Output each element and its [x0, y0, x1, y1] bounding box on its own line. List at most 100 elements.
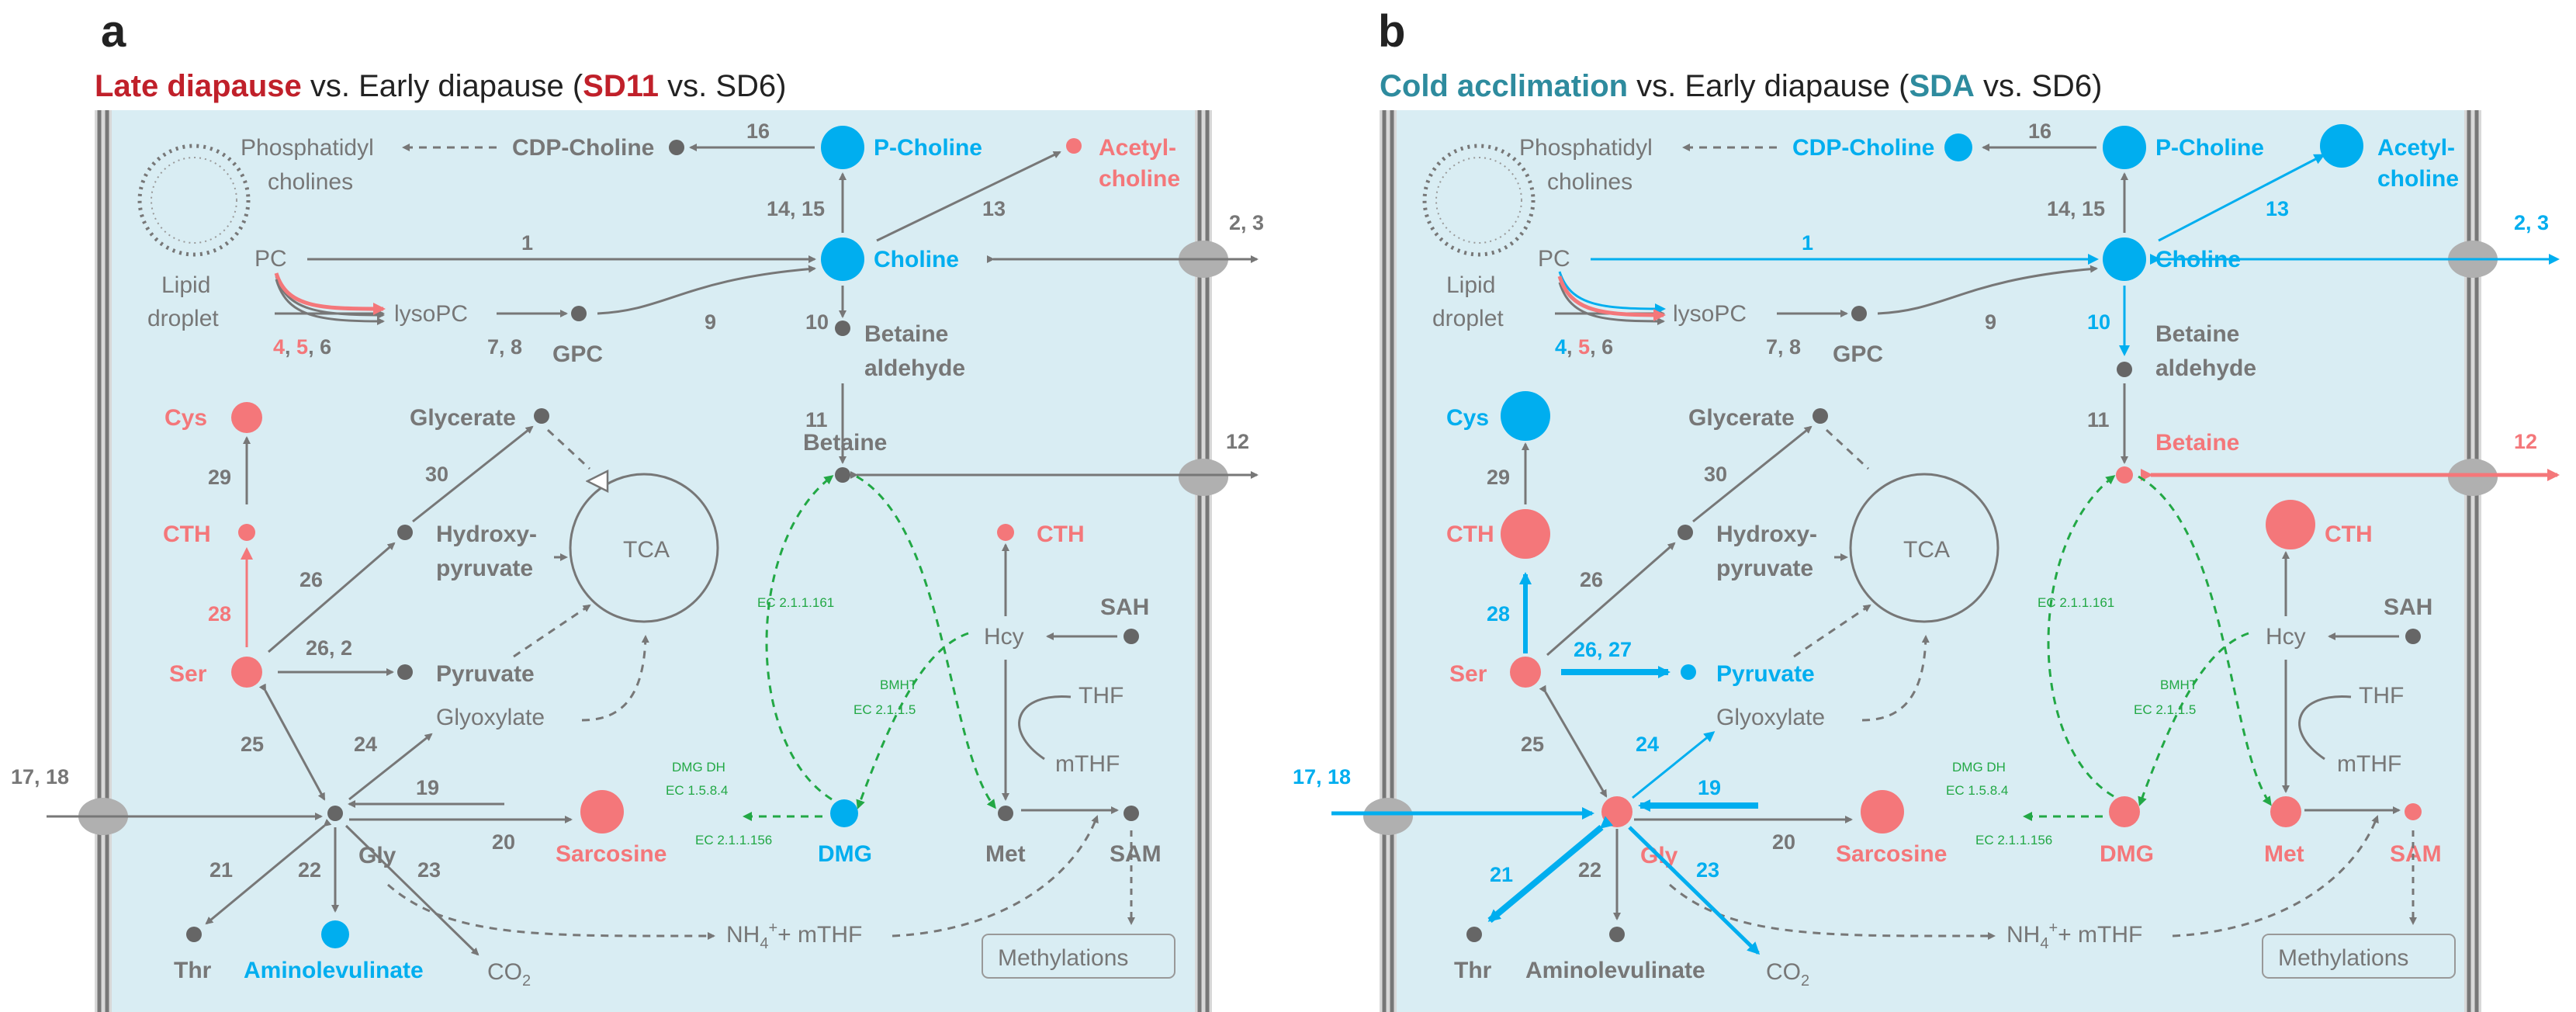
num-24: 24	[1636, 733, 1659, 756]
lipid-droplet-icon	[1422, 144, 1536, 257]
tca-cycle	[569, 473, 719, 623]
node-cys	[1501, 391, 1550, 441]
num-23: 23	[1696, 858, 1719, 882]
node-thr	[1466, 927, 1482, 942]
panel-letter: b	[1378, 6, 1405, 57]
num-11: 11	[805, 408, 828, 431]
title-code: SDA	[1909, 69, 1974, 103]
node-glycerate	[534, 408, 549, 424]
num-25: 25	[241, 733, 264, 756]
label-phosphatidyl: Phosphatidyl	[241, 135, 374, 161]
label-betaine: Betaine	[803, 430, 887, 456]
lipid-droplet-icon	[137, 144, 251, 257]
node-acetylcholine	[2320, 124, 2363, 168]
title-middle: vs. Early diapause (	[302, 69, 583, 103]
num-24: 24	[354, 733, 377, 756]
ec-2-1-1-5: EC 2.1.1.5	[853, 702, 916, 717]
label-p-choline: P-Choline	[2155, 135, 2264, 161]
num-29: 29	[208, 466, 231, 489]
node-cth-right	[997, 524, 1014, 541]
methylations-box	[982, 934, 1175, 979]
title-end: vs. SD6)	[659, 69, 786, 103]
ec-dmg-dh: DMG DH	[672, 760, 725, 775]
title-condition: Late diapause	[95, 69, 302, 103]
label-cholines: cholines	[1547, 169, 1633, 195]
panel-title: Late diapause vs. Early diapause (SD11 v…	[95, 69, 787, 103]
num-28: 28	[208, 602, 231, 626]
ec-bmht: BMHT	[880, 678, 917, 692]
label-tca: TCA	[623, 537, 670, 563]
label-ser: Ser	[1449, 661, 1487, 687]
node-sam	[2405, 803, 2422, 820]
label-glyoxylate: Glyoxylate	[436, 705, 545, 730]
label-choline-suffix: choline	[2377, 166, 2459, 192]
num-25: 25	[1521, 733, 1544, 756]
node-dmg	[2109, 796, 2140, 827]
methylations-box	[2262, 934, 2456, 979]
num-9: 9	[1985, 310, 1996, 334]
num-14-15: 14, 15	[767, 197, 825, 220]
num-26: 26	[1580, 568, 1603, 591]
label-gpc: GPC	[552, 341, 603, 367]
node-betaine	[835, 467, 850, 483]
node-met	[2270, 796, 2301, 827]
label-choline-suffix: choline	[1099, 166, 1180, 192]
num-12: 12	[2514, 430, 2537, 453]
panel-title: Cold acclimation vs. Early diapause (SDA…	[1380, 69, 2102, 103]
label-sah: SAH	[1100, 594, 1149, 620]
num-26-27: 26, 27	[1574, 638, 1632, 661]
num-22: 22	[1578, 858, 1601, 882]
label-met: Met	[985, 841, 1026, 867]
label-pc: PC	[1538, 246, 1570, 272]
num-23: 23	[417, 858, 441, 882]
tca-cycle	[1849, 473, 2000, 623]
transporter-glycine	[1363, 798, 1413, 835]
label-hcy: Hcy	[2266, 624, 2306, 650]
num-1: 1	[1802, 231, 1813, 255]
node-pyruvate	[397, 664, 413, 680]
num-13: 13	[2266, 197, 2289, 220]
label-cholines: cholines	[268, 169, 353, 195]
label-acetyl: Acetyl-	[2377, 135, 2455, 161]
node-choline	[821, 237, 864, 281]
label-pyruvate: Pyruvate	[1716, 661, 1815, 687]
ec-2-1-1-5: EC 2.1.1.5	[2134, 702, 2196, 717]
node-gly	[327, 806, 343, 821]
node-aminolevulinate	[321, 920, 349, 948]
label-sarcosine: Sarcosine	[1836, 841, 1947, 867]
ec-2-1-1-161: EC 2.1.1.161	[757, 595, 834, 610]
label-dmg: DMG	[2100, 841, 2154, 867]
node-cth-left	[1501, 509, 1550, 559]
num-10: 10	[2087, 310, 2110, 334]
num-4-5-6: 4, 5, 6	[1555, 335, 1613, 359]
num-19: 19	[1698, 776, 1721, 799]
label-aminolevulinate: Aminolevulinate	[244, 958, 424, 983]
label-cth-right: CTH	[1037, 522, 1085, 547]
label-hydroxy2: pyruvate	[436, 556, 533, 581]
node-cth-left	[238, 524, 255, 541]
ec-2-1-1-156: EC 2.1.1.156	[695, 833, 772, 847]
label-tca: TCA	[1903, 537, 1950, 563]
node-betaine-aldehyde	[2117, 362, 2132, 377]
label-methylations: Methylations	[998, 945, 1128, 971]
label-phosphatidyl: Phosphatidyl	[1519, 135, 1653, 161]
node-pyruvate	[1681, 664, 1696, 680]
num-16: 16	[2028, 120, 2051, 143]
num-19: 19	[416, 776, 439, 799]
label-sam: SAM	[2390, 841, 2442, 867]
membrane-left	[95, 110, 112, 1012]
label-betaine-ald1: Betaine	[864, 321, 948, 347]
num-12: 12	[1226, 430, 1249, 453]
num-2-3: 2, 3	[2514, 211, 2549, 234]
num-4-5-6: 4, 5, 6	[273, 335, 331, 359]
label-hydroxy1: Hydroxy-	[1716, 522, 1817, 547]
title-end: vs. SD6)	[1975, 69, 2102, 103]
title-middle: vs. Early diapause (	[1628, 69, 1909, 103]
node-sah	[2405, 629, 2421, 644]
node-thr	[186, 927, 202, 942]
node-ser	[231, 657, 262, 688]
node-acetylcholine	[1066, 138, 1082, 154]
label-gpc: GPC	[1833, 341, 1883, 367]
label-droplet: droplet	[1432, 306, 1504, 331]
